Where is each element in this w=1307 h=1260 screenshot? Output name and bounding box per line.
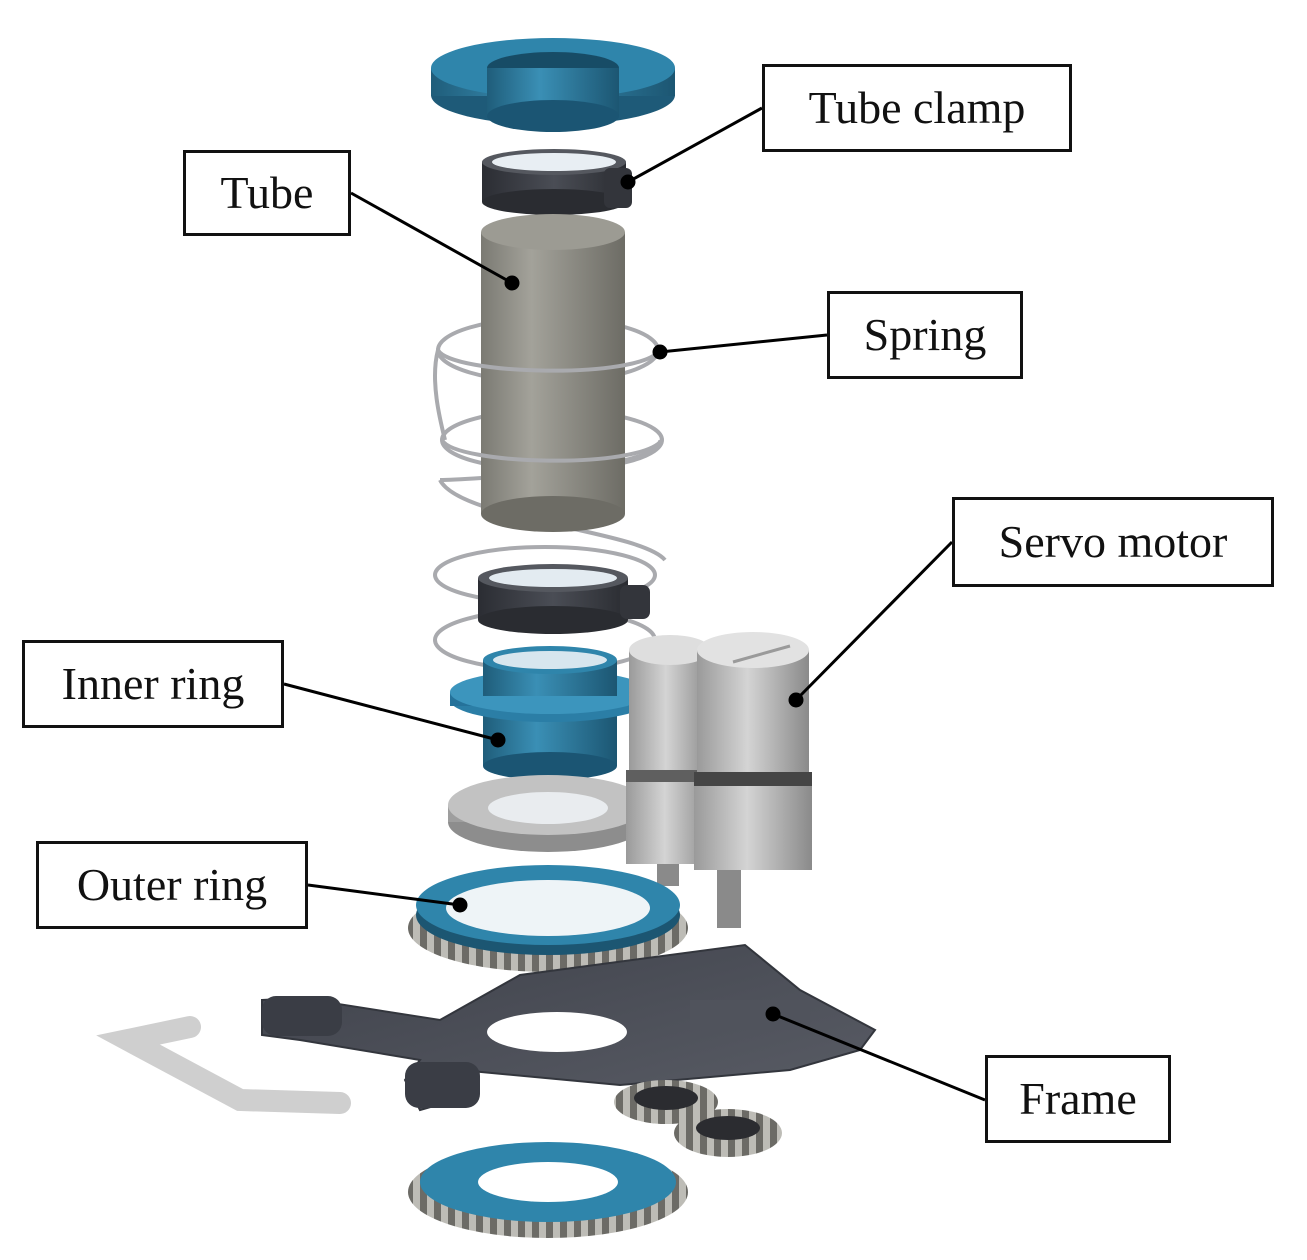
servo-motor-right — [694, 632, 812, 928]
frame-part — [261, 943, 877, 1112]
label-servo-motor: Servo motor — [952, 497, 1274, 587]
label-inner-ring: Inner ring — [22, 640, 284, 728]
spring-front-coils — [436, 348, 664, 463]
inner-ring-part — [450, 646, 650, 780]
outer-ring-part — [408, 865, 688, 972]
label-tube-clamp: Tube clamp — [762, 64, 1072, 152]
label-frame: Frame — [985, 1055, 1171, 1143]
bottom-gear — [408, 1142, 688, 1238]
top-flange — [431, 38, 675, 132]
label-spring: Spring — [827, 291, 1023, 379]
tube-part — [481, 214, 625, 532]
label-tube: Tube — [183, 150, 351, 236]
label-outer-ring: Outer ring — [36, 841, 308, 929]
tube-clamp-bottom — [478, 564, 650, 634]
bearing-washer — [448, 775, 648, 852]
small-gears — [614, 1080, 782, 1157]
tube-clamp-top — [482, 149, 632, 215]
handle-part — [96, 1016, 351, 1114]
leader-lines — [283, 106, 986, 1102]
